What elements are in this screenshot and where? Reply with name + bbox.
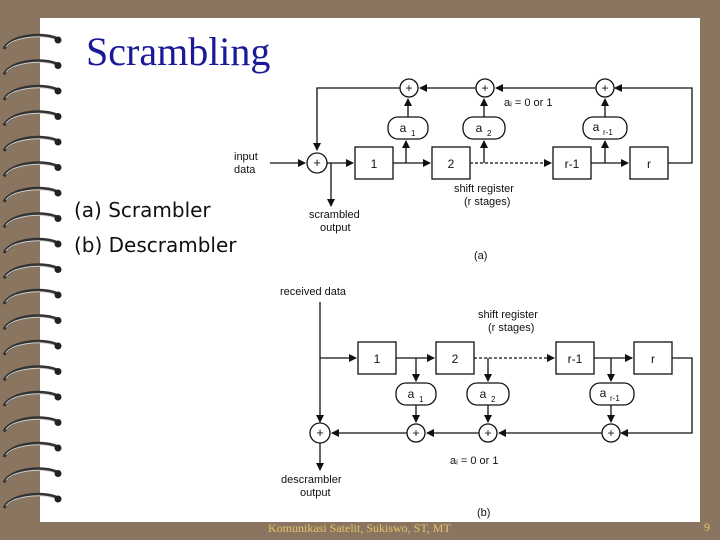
spiral-ring xyxy=(2,441,62,458)
bullet-descrambler: (b) Descrambler xyxy=(74,233,237,257)
ai-note-a: aᵢ = 0 or 1 xyxy=(504,97,553,109)
coef-a1-sub: 1 xyxy=(411,129,416,138)
spiral-ring xyxy=(2,237,62,254)
scrambler-diagram xyxy=(270,78,693,207)
spiral-ring xyxy=(2,33,62,50)
stage-r-label: r xyxy=(647,157,651,171)
feedback-to-input-adder xyxy=(313,87,400,151)
spiral-ring xyxy=(2,135,62,152)
slide-frame xyxy=(40,0,720,18)
stage-r-box xyxy=(629,146,669,180)
input-label-2: data xyxy=(234,164,256,176)
b-adder3-plus: + xyxy=(607,426,614,440)
b-coef-a2-block xyxy=(466,382,510,406)
b-coef-a1-block xyxy=(395,382,437,406)
stage2-box xyxy=(431,146,471,180)
spiral-ring xyxy=(2,314,62,331)
b-coef-a1-sub: 1 xyxy=(419,395,424,404)
descrambler-output-1: descrambler xyxy=(281,474,342,486)
received-data-label: received data xyxy=(280,286,347,298)
spiral-ring xyxy=(2,161,62,178)
scrambled-output-1: scrambled xyxy=(309,209,360,221)
spiral-ring xyxy=(2,263,62,280)
shift-register-b-1: shift register xyxy=(478,309,538,321)
stage-r1-label: r-1 xyxy=(565,157,580,171)
coef-a2-label: a xyxy=(476,121,483,135)
spiral-ring xyxy=(2,365,62,382)
ai-note-b: aᵢ = 0 or 1 xyxy=(450,455,499,467)
shift-register-a-1: shift register xyxy=(454,183,514,195)
spiral-ring xyxy=(2,492,62,509)
stage1-label: 1 xyxy=(371,157,378,171)
descrambler-diagram xyxy=(309,302,693,471)
coef-a1-block xyxy=(387,116,429,140)
b-stage-r-label: r xyxy=(651,352,655,366)
slide-canvas xyxy=(40,18,700,522)
scrambled-output-2: output xyxy=(320,222,351,234)
caption-a: (a) xyxy=(474,250,487,262)
b-stage-r-feedback-line xyxy=(620,357,693,437)
coef-a2-sub: 2 xyxy=(487,129,492,138)
slide-title: Scrambling xyxy=(86,29,271,74)
spiral-ring xyxy=(2,84,62,101)
descrambler-output-2: output xyxy=(300,487,331,499)
coef-a2-block xyxy=(462,116,506,140)
stage-r1-box xyxy=(552,146,592,180)
stage-r-feedback-line xyxy=(614,84,693,164)
b-stage1-label: 1 xyxy=(374,352,381,366)
b-coef-a2-sub: 2 xyxy=(491,395,496,404)
b-coef-a1-label: a xyxy=(408,387,415,401)
input-adder-plus: + xyxy=(313,155,321,170)
b-stage2-label: 2 xyxy=(452,352,459,366)
spiral-ring xyxy=(2,59,62,76)
spiral-binding xyxy=(2,33,62,509)
spiral-ring xyxy=(2,416,62,433)
page-number: 9 xyxy=(704,520,710,534)
b-coef-ar1-label: a xyxy=(600,386,607,400)
caption-b: (b) xyxy=(477,507,490,519)
b-adder2-plus: + xyxy=(484,426,491,440)
coef-ar1-label: a xyxy=(593,120,600,134)
b-coef-a2-label: a xyxy=(480,387,487,401)
shift-register-a-2: (r stages) xyxy=(464,196,510,208)
spiral-ring xyxy=(2,339,62,356)
spiral-ring xyxy=(2,212,62,229)
top-adder-1-plus: + xyxy=(405,81,412,95)
spiral-ring xyxy=(2,288,62,305)
b-stage1-box xyxy=(357,341,397,375)
spiral-ring xyxy=(2,110,62,127)
stage2-label: 2 xyxy=(448,157,455,171)
b-coef-ar1-sub: r-1 xyxy=(610,394,620,403)
bullet-scrambler: (a) Scrambler xyxy=(74,198,211,222)
input-label-1: input xyxy=(234,151,258,163)
top-adder-2-plus: + xyxy=(481,81,488,95)
top-adder-3-plus: + xyxy=(601,81,608,95)
coef-a1-label: a xyxy=(400,121,407,135)
b-coef-ar1-block xyxy=(589,382,635,406)
spiral-ring xyxy=(2,467,62,484)
spiral-ring xyxy=(2,186,62,203)
coef-ar1-sub: r-1 xyxy=(603,128,613,137)
b-stage-r1-label: r-1 xyxy=(568,352,583,366)
b-adder1-plus: + xyxy=(412,426,419,440)
shift-register-b-2: (r stages) xyxy=(488,322,534,334)
b-stage2-box xyxy=(435,341,475,375)
spiral-ring xyxy=(2,390,62,407)
b-output-adder-plus: + xyxy=(316,425,324,440)
slide-footer: Komunikasi Satelit, Sukiswo, ST, MT xyxy=(268,521,451,535)
